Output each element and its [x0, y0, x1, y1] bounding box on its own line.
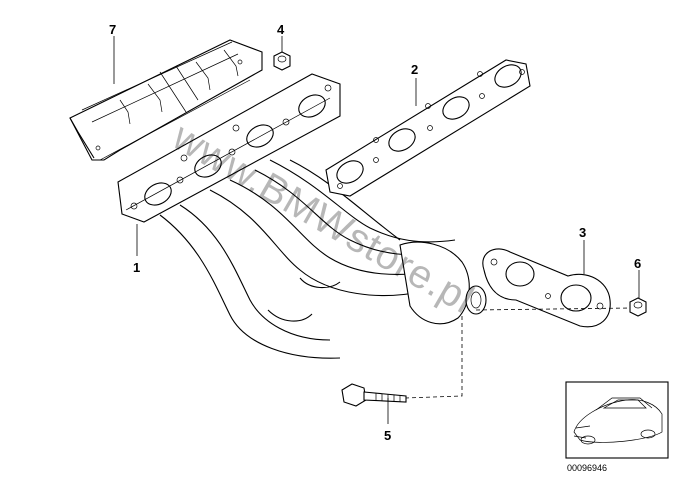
- nut-part-6[interactable]: [629, 297, 647, 317]
- callout-3: 3: [579, 225, 586, 240]
- callout-6: 6: [634, 256, 641, 271]
- callout-1: 1: [133, 260, 140, 275]
- callout-2: 2: [411, 62, 418, 77]
- heat-shield-part-7[interactable]: [69, 39, 263, 161]
- exhaust-manifold-part-1[interactable]: [117, 73, 487, 359]
- nut-part-4[interactable]: [273, 51, 291, 71]
- leader-lines: [113, 36, 640, 424]
- manifold-gasket-part-2[interactable]: [325, 59, 531, 197]
- diagram-id: 00096946: [567, 463, 607, 473]
- callout-4: 4: [277, 22, 285, 37]
- bolt-part-5[interactable]: [341, 383, 407, 407]
- flange-gasket-part-3[interactable]: [482, 248, 611, 328]
- callout-5: 5: [384, 428, 391, 443]
- callout-7: 7: [109, 22, 116, 37]
- car-thumbnail[interactable]: [565, 381, 669, 459]
- watermark: www.BMWstore.pl: [165, 114, 482, 322]
